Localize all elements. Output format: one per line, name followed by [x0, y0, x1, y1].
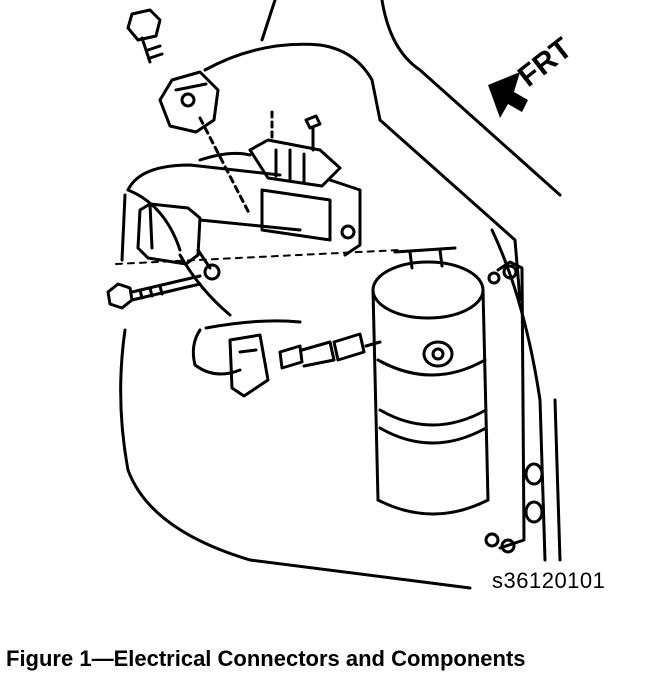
- accumulator-canister: [371, 246, 490, 516]
- blower-motor-housing: [120, 151, 282, 317]
- figure-id: s36120101: [492, 568, 606, 593]
- front-direction-arrow-icon: FRT: [488, 32, 578, 118]
- figure-caption: Figure 1—Electrical Connectors and Compo…: [6, 646, 526, 671]
- right-bracket: [484, 260, 544, 554]
- resistor-block: [248, 110, 342, 242]
- side-screw-icon: [106, 249, 401, 310]
- mounting-bracket: [328, 178, 362, 257]
- top-bolt-icon: [126, 8, 164, 64]
- upper-connector: [158, 70, 252, 217]
- wiring-harness: [191, 319, 302, 398]
- direction-label: FRT: [512, 32, 578, 94]
- component-diagram: FRT: [106, 0, 578, 590]
- pressure-switch: [278, 332, 382, 370]
